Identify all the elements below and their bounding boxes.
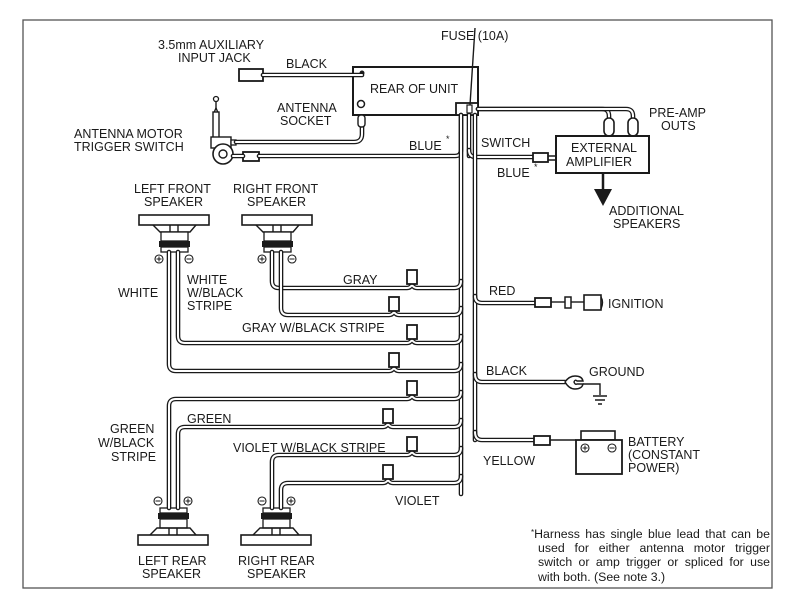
antenna-socket-label-2: SOCKET [280, 114, 332, 128]
lr-label-1: LEFT REAR [138, 554, 207, 568]
right-front-speaker: RIGHT FRONT SPEAKER [233, 182, 319, 264]
fuse-label: FUSE (10A) [441, 29, 508, 43]
antenna-mast-icon [212, 111, 220, 140]
antenna-assembly: ANTENNA SOCKET ANTENNA MOTOR TRIGGER SWI… [74, 95, 450, 165]
splice-connector [382, 408, 394, 424]
preamp-label-1: PRE-AMP [649, 106, 706, 120]
lr-label-2: SPEAKER [142, 567, 201, 581]
lf-label-2: SPEAKER [144, 195, 203, 209]
head-unit-label: REAR OF UNIT [370, 82, 459, 96]
amp-label-1: EXTERNAL [571, 141, 637, 155]
additional-label-2: SPEAKERS [613, 217, 680, 231]
left-rear-speaker: LEFT REAR SPEAKER [137, 496, 209, 581]
gray-label: GRAY [343, 273, 378, 287]
fuse-leader [469, 27, 476, 106]
diagram-frame [22, 19, 773, 589]
preamp-plug-2 [627, 117, 639, 137]
splice-connector [406, 380, 418, 396]
battery-label-1: BATTERY [628, 435, 685, 449]
ground-label: GROUND [589, 365, 645, 379]
left-front-speaker: LEFT FRONT SPEAKER [134, 182, 211, 264]
green-black-label-1: GREEN [110, 422, 154, 436]
green-black-label-3: STRIPE [111, 450, 156, 464]
green-black-label-2: W/BLACK [98, 436, 155, 450]
ground-lug-icon [564, 375, 584, 390]
antenna-trigger-plug [242, 151, 260, 162]
splice-connector [388, 296, 400, 312]
battery-label-3: POWER) [628, 461, 679, 475]
ignition-plug [534, 297, 552, 308]
antenna-socket-label-1: ANTENNA [277, 101, 337, 115]
right-rear-speaker: RIGHT REAR SPEAKER [238, 496, 315, 581]
switch-label: SWITCH [481, 136, 530, 150]
footnote-text: Harness has single blue lead that can be… [534, 527, 770, 584]
aux-wire-label: BLACK [286, 57, 328, 71]
aux-jack: 3.5mm AUXILIARY INPUT JACK BLACK [158, 38, 365, 82]
antenna-socket-port [356, 99, 366, 109]
yellow-wire-label: YELLOW [483, 454, 535, 468]
lf-label-1: LEFT FRONT [134, 182, 211, 196]
battery-plug [533, 435, 551, 446]
violet-black-label: VIOLET W/BLACK STRIPE [233, 441, 386, 455]
speaker-wires: GRAY GRAY W/BLACK STRIPE WHITE WHITE W/B… [98, 249, 464, 511]
white-black-label-2: W/BLACK [187, 286, 244, 300]
footnote: *Harness has single blue lead that can b… [531, 527, 770, 584]
aux-jack-plug [238, 68, 264, 82]
preamp-plug-1 [603, 117, 615, 137]
ignition-icon [583, 294, 602, 311]
aux-label-2: INPUT JACK [178, 51, 251, 65]
rf-magnet [262, 241, 293, 247]
fuse-icon [466, 104, 473, 114]
preamp-label-2: OUTS [661, 119, 696, 133]
harness-trunks [256, 106, 636, 497]
violet-label: VIOLET [395, 494, 440, 508]
splice-connector [406, 269, 418, 285]
ignition-label: IGNITION [608, 297, 664, 311]
splice-connector [388, 352, 400, 368]
ground-symbol-icon [593, 395, 607, 405]
footnote-asterisk: * [531, 528, 535, 537]
splice-connector [406, 436, 418, 452]
rr-label-2: SPEAKER [247, 567, 306, 581]
antenna-motor-label-2: TRIGGER SWITCH [74, 140, 184, 154]
antenna-blue-asterisk: * [446, 134, 450, 144]
green-label: GREEN [187, 412, 231, 426]
white-label: WHITE [118, 286, 158, 300]
black-wire-label: BLACK [486, 364, 528, 378]
down-arrow-icon [594, 189, 612, 206]
white-black-label-3: STRIPE [187, 299, 232, 313]
red-wire-label: RED [489, 284, 515, 298]
splice-connector [406, 324, 418, 340]
aux-label-1: 3.5mm AUXILIARY [158, 38, 265, 52]
antenna-blue-label: BLUE [409, 139, 442, 153]
splice-connector [382, 464, 394, 480]
antenna-motor-label-1: ANTENNA MOTOR [74, 127, 183, 141]
rr-magnet [261, 513, 292, 519]
rf-label-1: RIGHT FRONT [233, 182, 319, 196]
lf-magnet [159, 241, 190, 247]
amp-label-2: AMPLIFIER [566, 155, 632, 169]
rf-label-2: SPEAKER [247, 195, 306, 209]
gray-black-label: GRAY W/BLACK STRIPE [242, 321, 385, 335]
rr-label-1: RIGHT REAR [238, 554, 315, 568]
white-black-label-1: WHITE [187, 273, 227, 287]
antenna-tip-icon [212, 95, 220, 103]
additional-label-1: ADDITIONAL [609, 204, 684, 218]
amplifier-box [555, 135, 650, 174]
lr-magnet [158, 513, 189, 519]
external-amplifier: EXTERNAL AMPLIFIER SWITCH BLUE * PRE-AMP… [481, 106, 706, 231]
amp-blue-asterisk: * [534, 162, 538, 172]
head-unit: REAR OF UNIT FUSE (10A) [352, 27, 508, 116]
amp-blue-label: BLUE [497, 166, 530, 180]
battery-label-2: (CONSTANT [628, 448, 700, 462]
amp-trigger-plug [532, 152, 549, 163]
power-connections: RED IGNITION BLACK GROUND YELLOW BATTERY… [483, 284, 700, 475]
